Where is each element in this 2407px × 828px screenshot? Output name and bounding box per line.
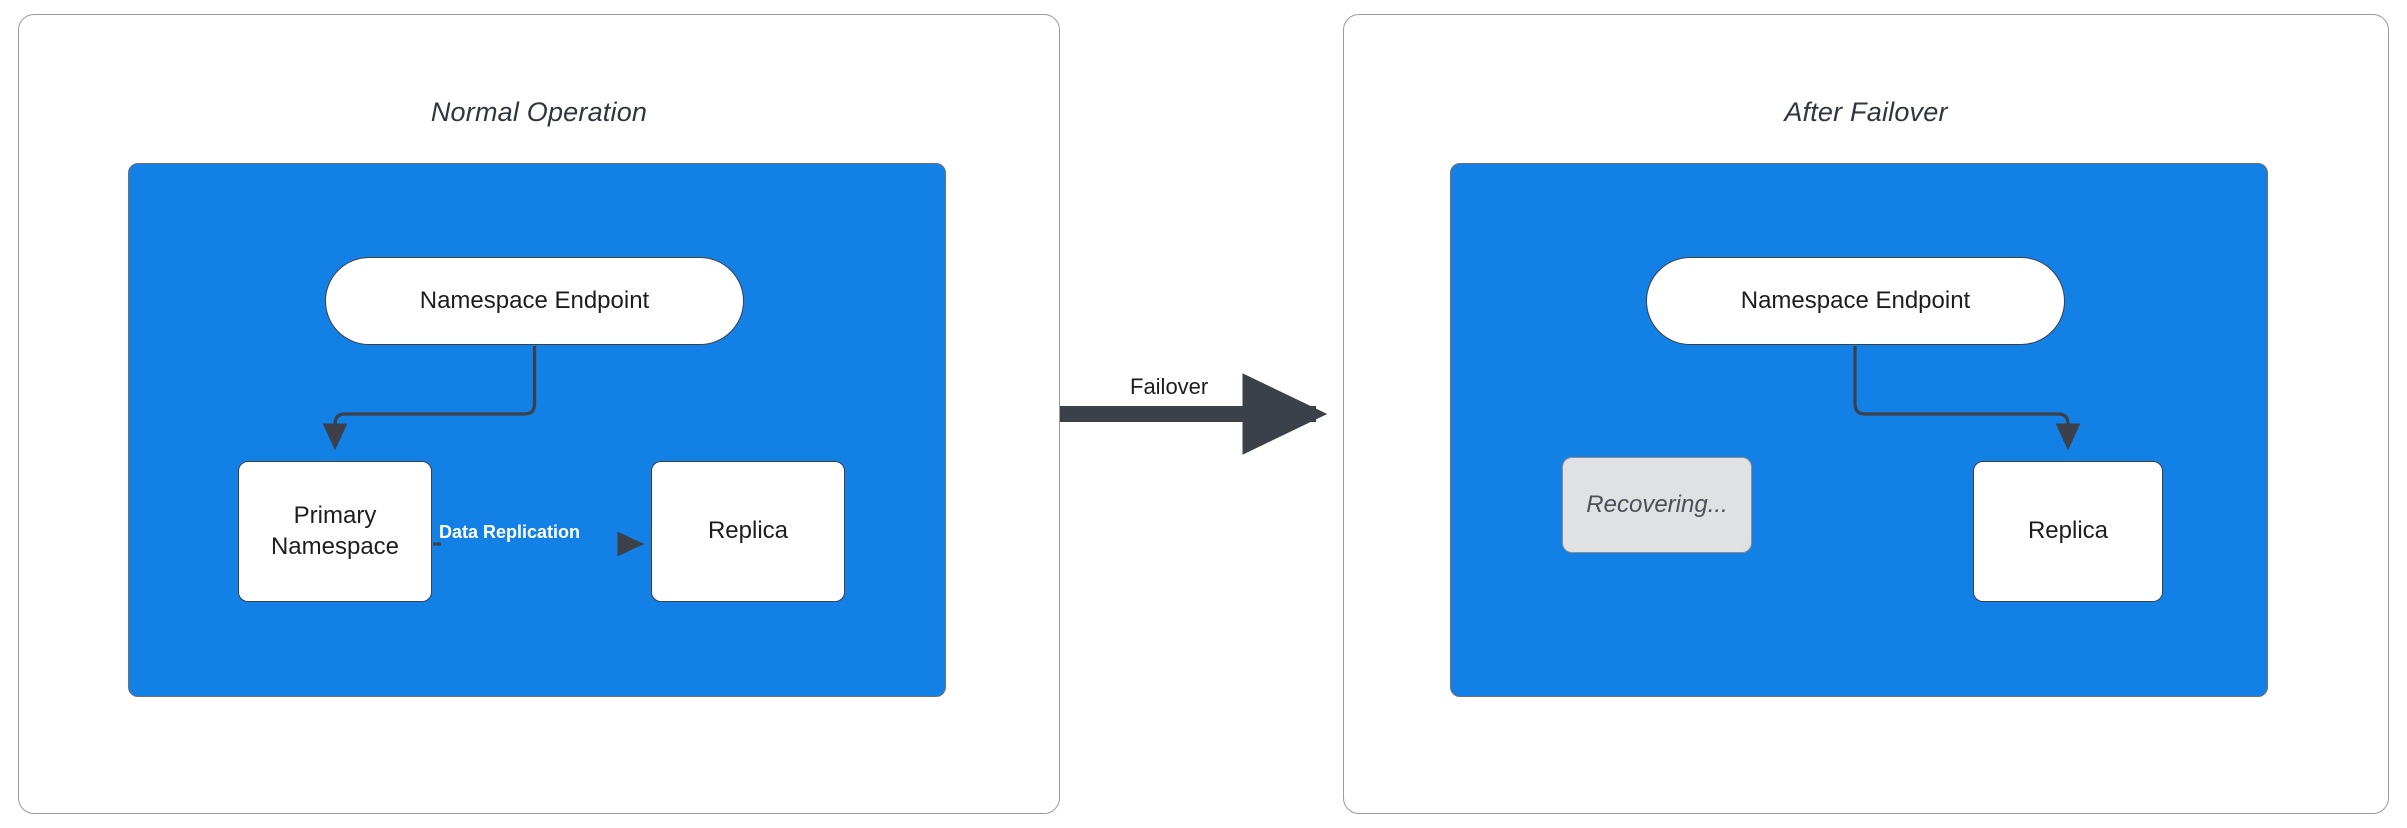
node-recovering[interactable]: Recovering... [1562,457,1752,553]
node-label: Namespace Endpoint [419,286,650,314]
node-label: Namespace Endpoint [1740,286,1971,314]
node-label: Replica [707,517,789,545]
node-replica-failover[interactable]: Replica [1973,461,2163,602]
container-after-failover-region [1450,163,2268,697]
node-label: Primary Namespace [271,501,399,562]
label-failover: Failover [1130,374,1209,399]
edge-label-data-replication: Data Replication [439,522,581,542]
panel-title-normal-operation: Normal Operation [430,97,648,127]
node-replica-normal[interactable]: Replica [651,461,845,602]
node-label-line-2: Namespace [270,532,400,560]
panel-title-after-failover: After Failover [1784,97,1948,127]
node-label: Replica [2027,517,2109,545]
node-label: Recovering... [1586,490,1728,518]
node-namespace-endpoint-normal[interactable]: Namespace Endpoint [325,257,744,345]
container-normal-operation-region [128,163,946,697]
node-primary-namespace[interactable]: Primary Namespace [238,461,432,602]
node-label-line-1: Primary [293,501,377,529]
node-namespace-endpoint-failover[interactable]: Namespace Endpoint [1646,257,2065,345]
